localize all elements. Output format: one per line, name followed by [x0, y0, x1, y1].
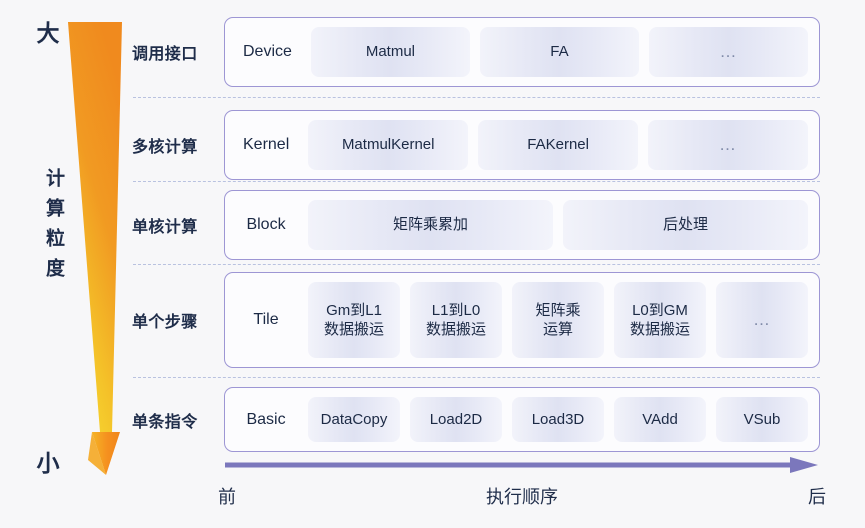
- chip-device-2[interactable]: …: [648, 27, 808, 77]
- execution-order-labels: 前 执行顺序 后: [218, 483, 826, 509]
- row-label-kernel: 多核计算: [132, 139, 198, 156]
- granularity-axis-title: 计算粒度: [43, 168, 64, 288]
- row-box-block: Block 矩阵乘累加 后处理: [224, 190, 820, 260]
- row-label-tile: 单个步骤: [132, 314, 198, 331]
- chip-basic-2[interactable]: Load3D: [512, 397, 604, 442]
- row-basic: 单条指令 Basic DataCopy Load2D Load3D VAdd V…: [130, 387, 820, 452]
- execution-order-right-arrow-icon: [225, 457, 818, 473]
- chip-basic-4[interactable]: VSub: [716, 397, 808, 442]
- row-kind-tile: Tile: [253, 311, 279, 328]
- row-tile: 单个步骤 Tile Gm到L1 数据搬运 L1到L0 数据搬运 矩阵乘 运算 L…: [130, 272, 820, 368]
- row-kernel: 多核计算 Kernel MatmulKernel FAKernel …: [130, 110, 820, 180]
- chip-tile-0[interactable]: Gm到L1 数据搬运: [308, 282, 400, 358]
- row-divider-1: [133, 97, 820, 98]
- row-kind-basic: Basic: [246, 410, 286, 428]
- chip-block-1[interactable]: 后处理: [563, 200, 808, 250]
- chip-kernel-2[interactable]: …: [648, 120, 809, 170]
- chip-tile-1[interactable]: L1到L0 数据搬运: [410, 282, 502, 358]
- chip-device-0[interactable]: Matmul: [310, 27, 470, 77]
- granularity-down-arrow-icon: [68, 22, 122, 475]
- chip-kernel-0[interactable]: MatmulKernel: [308, 120, 469, 170]
- chip-basic-3[interactable]: VAdd: [614, 397, 706, 442]
- chip-block-0[interactable]: 矩阵乘累加: [308, 200, 553, 250]
- row-block: 单核计算 Block 矩阵乘累加 后处理: [130, 190, 820, 260]
- row-kind-block: Block: [246, 216, 286, 233]
- row-label-block: 单核计算: [132, 219, 198, 236]
- chip-tile-4[interactable]: …: [716, 282, 808, 358]
- granularity-bottom-label: 小: [36, 450, 60, 476]
- row-label-device: 调用接口: [132, 46, 198, 63]
- row-box-basic: Basic DataCopy Load2D Load3D VAdd VSub: [224, 387, 820, 452]
- row-box-kernel: Kernel MatmulKernel FAKernel …: [224, 110, 820, 180]
- chip-basic-1[interactable]: Load2D: [410, 397, 502, 442]
- row-divider-4: [133, 377, 820, 378]
- row-kind-kernel: Kernel: [243, 136, 290, 153]
- chip-device-1[interactable]: FA: [479, 27, 639, 77]
- row-label-basic: 单条指令: [132, 413, 198, 431]
- row-box-tile: Tile Gm到L1 数据搬运 L1到L0 数据搬运 矩阵乘 运算 L0到GM …: [224, 272, 820, 368]
- chip-tile-2[interactable]: 矩阵乘 运算: [512, 282, 604, 358]
- execution-axis-title: 执行顺序: [486, 487, 558, 507]
- row-divider-2: [133, 181, 820, 182]
- chip-kernel-1[interactable]: FAKernel: [478, 120, 639, 170]
- row-device: 调用接口 Device Matmul FA …: [130, 17, 820, 87]
- row-divider-3: [133, 264, 820, 265]
- chip-tile-3[interactable]: L0到GM 数据搬运: [614, 282, 706, 358]
- row-kind-device: Device: [243, 43, 292, 60]
- execution-end-label: 后: [808, 487, 826, 507]
- granularity-top-label: 大: [36, 20, 60, 46]
- execution-start-label: 前: [218, 487, 236, 507]
- row-box-device: Device Matmul FA …: [224, 17, 820, 87]
- chip-basic-0[interactable]: DataCopy: [308, 397, 400, 442]
